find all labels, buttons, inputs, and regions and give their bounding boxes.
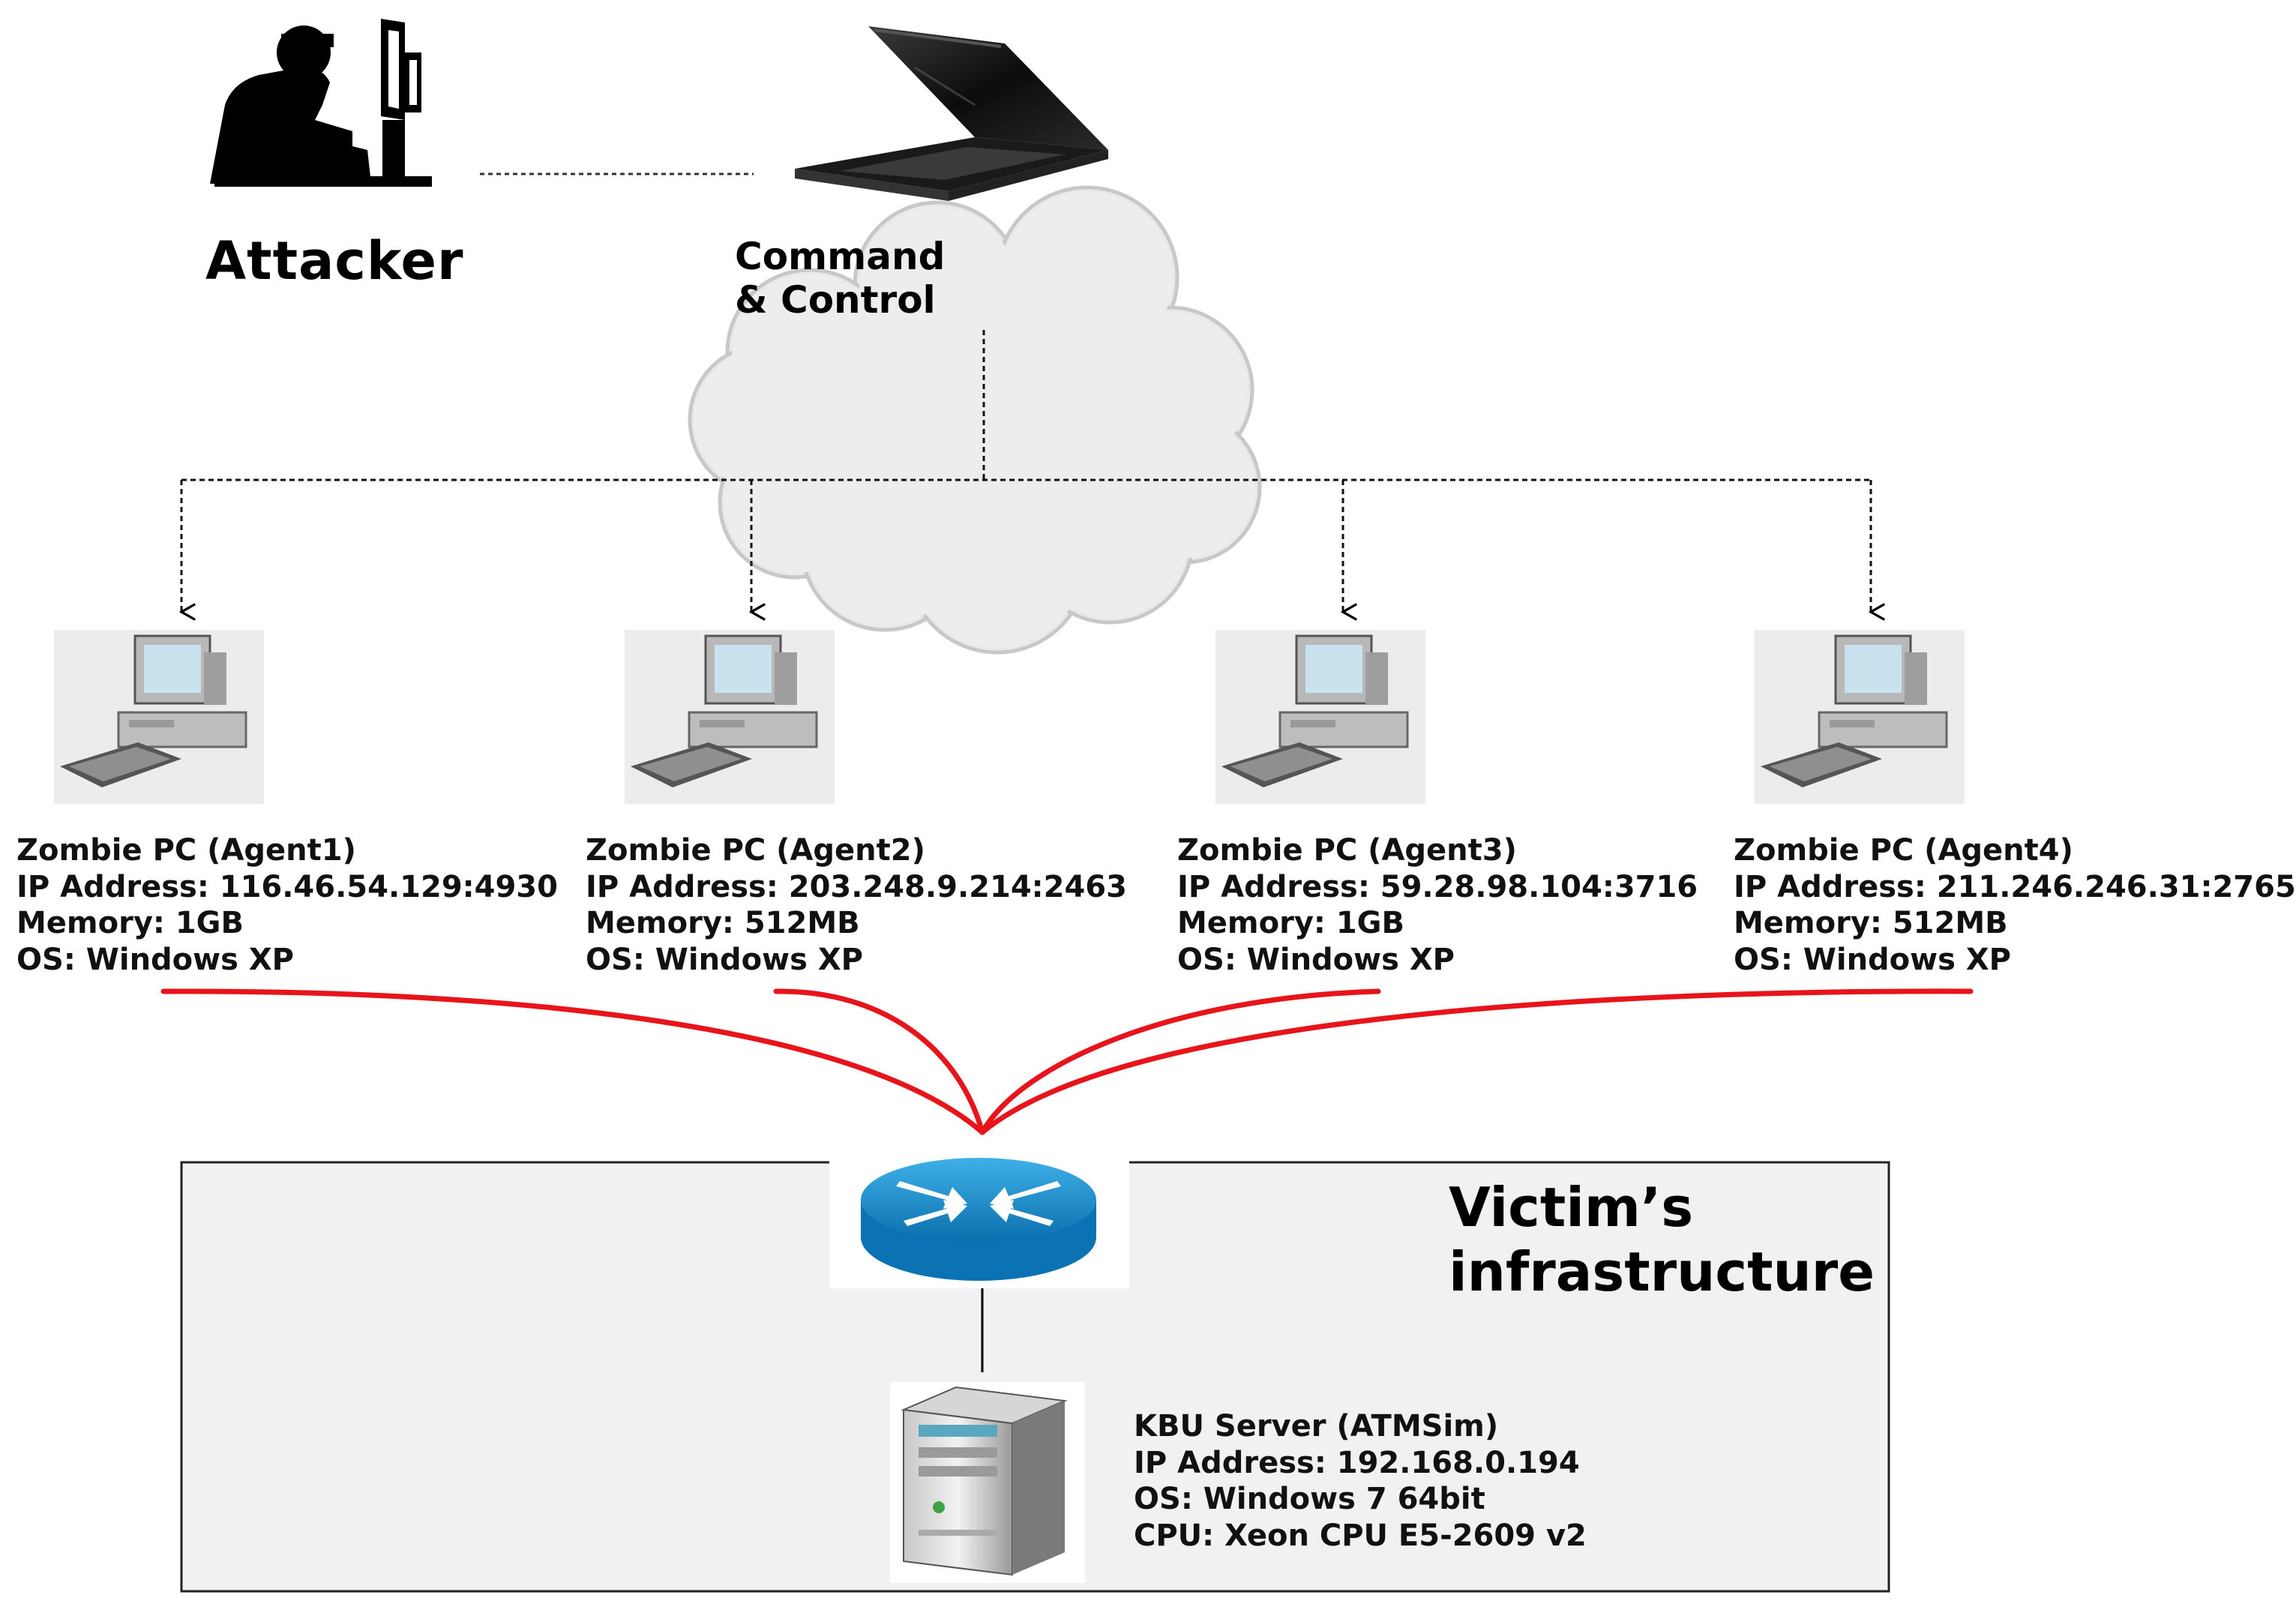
zombie-ip: IP Address: 203.248.9.214:2463 (586, 869, 1127, 904)
zombie-os: OS: Windows XP (586, 942, 863, 977)
server-ip: IP Address: 192.168.0.194 (1134, 1445, 1580, 1480)
cloud-icon (688, 185, 1262, 655)
zombie-title: Zombie PC (Agent1) (16, 833, 356, 868)
victim-title-line1: Victim’s (1449, 1176, 1694, 1239)
computer-icon (1755, 630, 1965, 804)
attack-traffic-lines (160, 988, 1974, 1135)
zombie-ip: IP Address: 59.28.98.104:3716 (1177, 869, 1698, 904)
computer-icon (1215, 630, 1425, 804)
victim-title-line2: infrastructure (1449, 1240, 1875, 1303)
zombie-title: Zombie PC (Agent2) (586, 833, 925, 868)
computer-icon (54, 630, 264, 804)
router-icon (829, 1150, 1129, 1288)
server-cpu: CPU: Xeon CPU E5-2609 v2 (1134, 1518, 1587, 1553)
zombie-ip: IP Address: 211.246.246.31:2765 (1734, 869, 2296, 904)
zombie-info-agent4: Zombie PC (Agent4) IP Address: 211.246.2… (1734, 832, 2296, 978)
victim-infrastructure-title: Victim’s infrastructure (1449, 1175, 1875, 1304)
server-icon (890, 1382, 1085, 1583)
attacker-icon (210, 19, 432, 187)
zombie-os: OS: Windows XP (16, 942, 294, 977)
zombie-memory: Memory: 1GB (1177, 906, 1404, 940)
zombie-info-agent1: Zombie PC (Agent1) IP Address: 116.46.54… (16, 832, 558, 978)
cnc-label: Command & Control (735, 235, 945, 322)
zombie-info-agent2: Zombie PC (Agent2) IP Address: 203.248.9… (586, 832, 1127, 978)
zombie-info-agent3: Zombie PC (Agent3) IP Address: 59.28.98.… (1177, 832, 1698, 978)
zombie-ip: IP Address: 116.46.54.129:4930 (16, 869, 558, 904)
zombie-memory: Memory: 512MB (1734, 906, 2008, 940)
cnc-label-line1: Command (735, 235, 946, 278)
zombie-os: OS: Windows XP (1177, 942, 1455, 977)
zombie-title: Zombie PC (Agent3) (1177, 833, 1517, 868)
attacker-label: Attacker (205, 230, 464, 292)
server-info: KBU Server (ATMSim) IP Address: 192.168.… (1134, 1408, 1587, 1554)
zombie-memory: Memory: 1GB (16, 906, 244, 940)
zombie-memory: Memory: 512MB (586, 906, 860, 940)
zombie-pc-icons (54, 630, 1965, 804)
server-os: OS: Windows 7 64bit (1134, 1482, 1485, 1516)
zombie-title: Zombie PC (Agent4) (1734, 833, 2073, 868)
zombie-os: OS: Windows XP (1734, 942, 2011, 977)
laptop-icon (795, 26, 1108, 201)
cnc-label-line2: & Control (735, 278, 936, 322)
computer-icon (625, 630, 835, 804)
cnc-distribution-lines (181, 330, 1871, 612)
server-title: KBU Server (ATMSim) (1134, 1409, 1499, 1444)
